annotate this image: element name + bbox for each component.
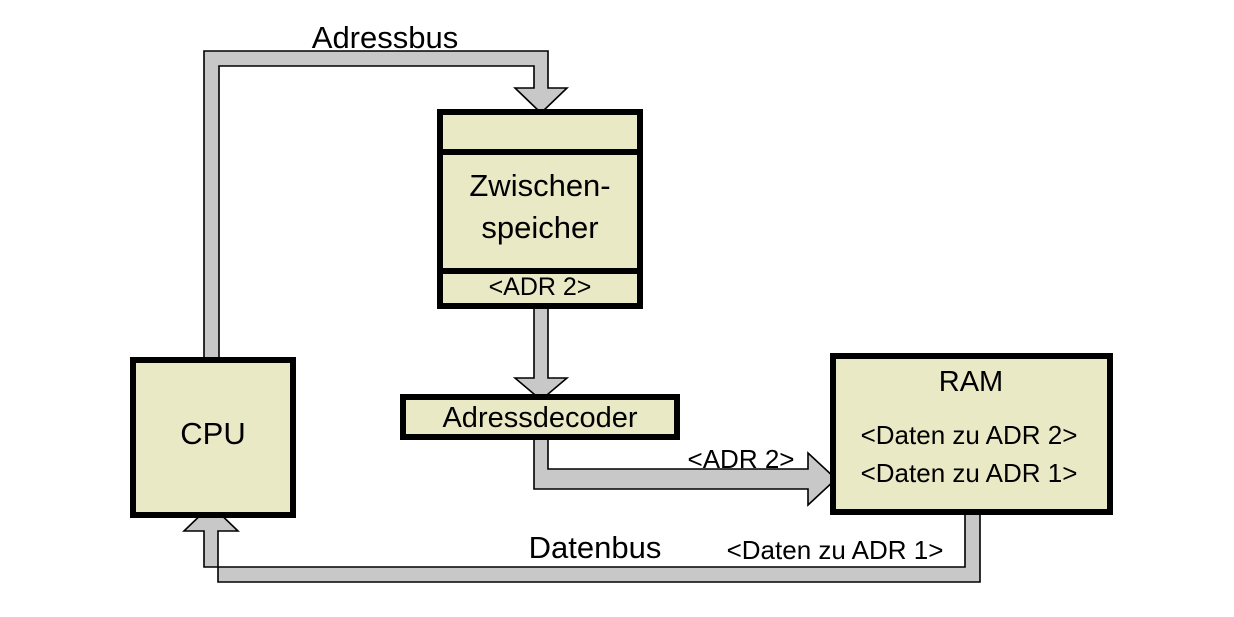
- node-adressdecoder[interactable]: [400, 394, 680, 440]
- buffer-to-decoder-connector: [512, 305, 570, 402]
- node-zwischenspeicher[interactable]: [437, 109, 643, 309]
- node-zwischenspeicher-label-line2: speicher: [481, 210, 599, 245]
- node-ram-row-2: <Daten zu ADR 1>: [860, 458, 1078, 488]
- decoder-to-ram-connector: [533, 435, 838, 507]
- node-ram-row-1: <Daten zu ADR 2>: [860, 420, 1078, 450]
- data-bus-label: Datenbus: [528, 530, 662, 565]
- node-cpu[interactable]: [130, 357, 296, 518]
- node-ram-label: RAM: [938, 366, 1004, 398]
- node-cpu-label: CPU: [180, 416, 246, 451]
- address-bus-connector: [203, 50, 569, 516]
- node-adressdecoder-label: Adressdecoder: [442, 402, 638, 434]
- decoder-to-ram-label: <ADR 2>: [687, 444, 795, 474]
- node-ram[interactable]: [830, 353, 1113, 515]
- node-zwischenspeicher-slot-value: <ADR 2>: [488, 273, 592, 301]
- address-bus-label: Adressbus: [311, 20, 459, 55]
- node-zwischenspeicher-label-line1: Zwischen-: [469, 168, 611, 203]
- data-bus-payload-label: <Daten zu ADR 1>: [726, 535, 944, 565]
